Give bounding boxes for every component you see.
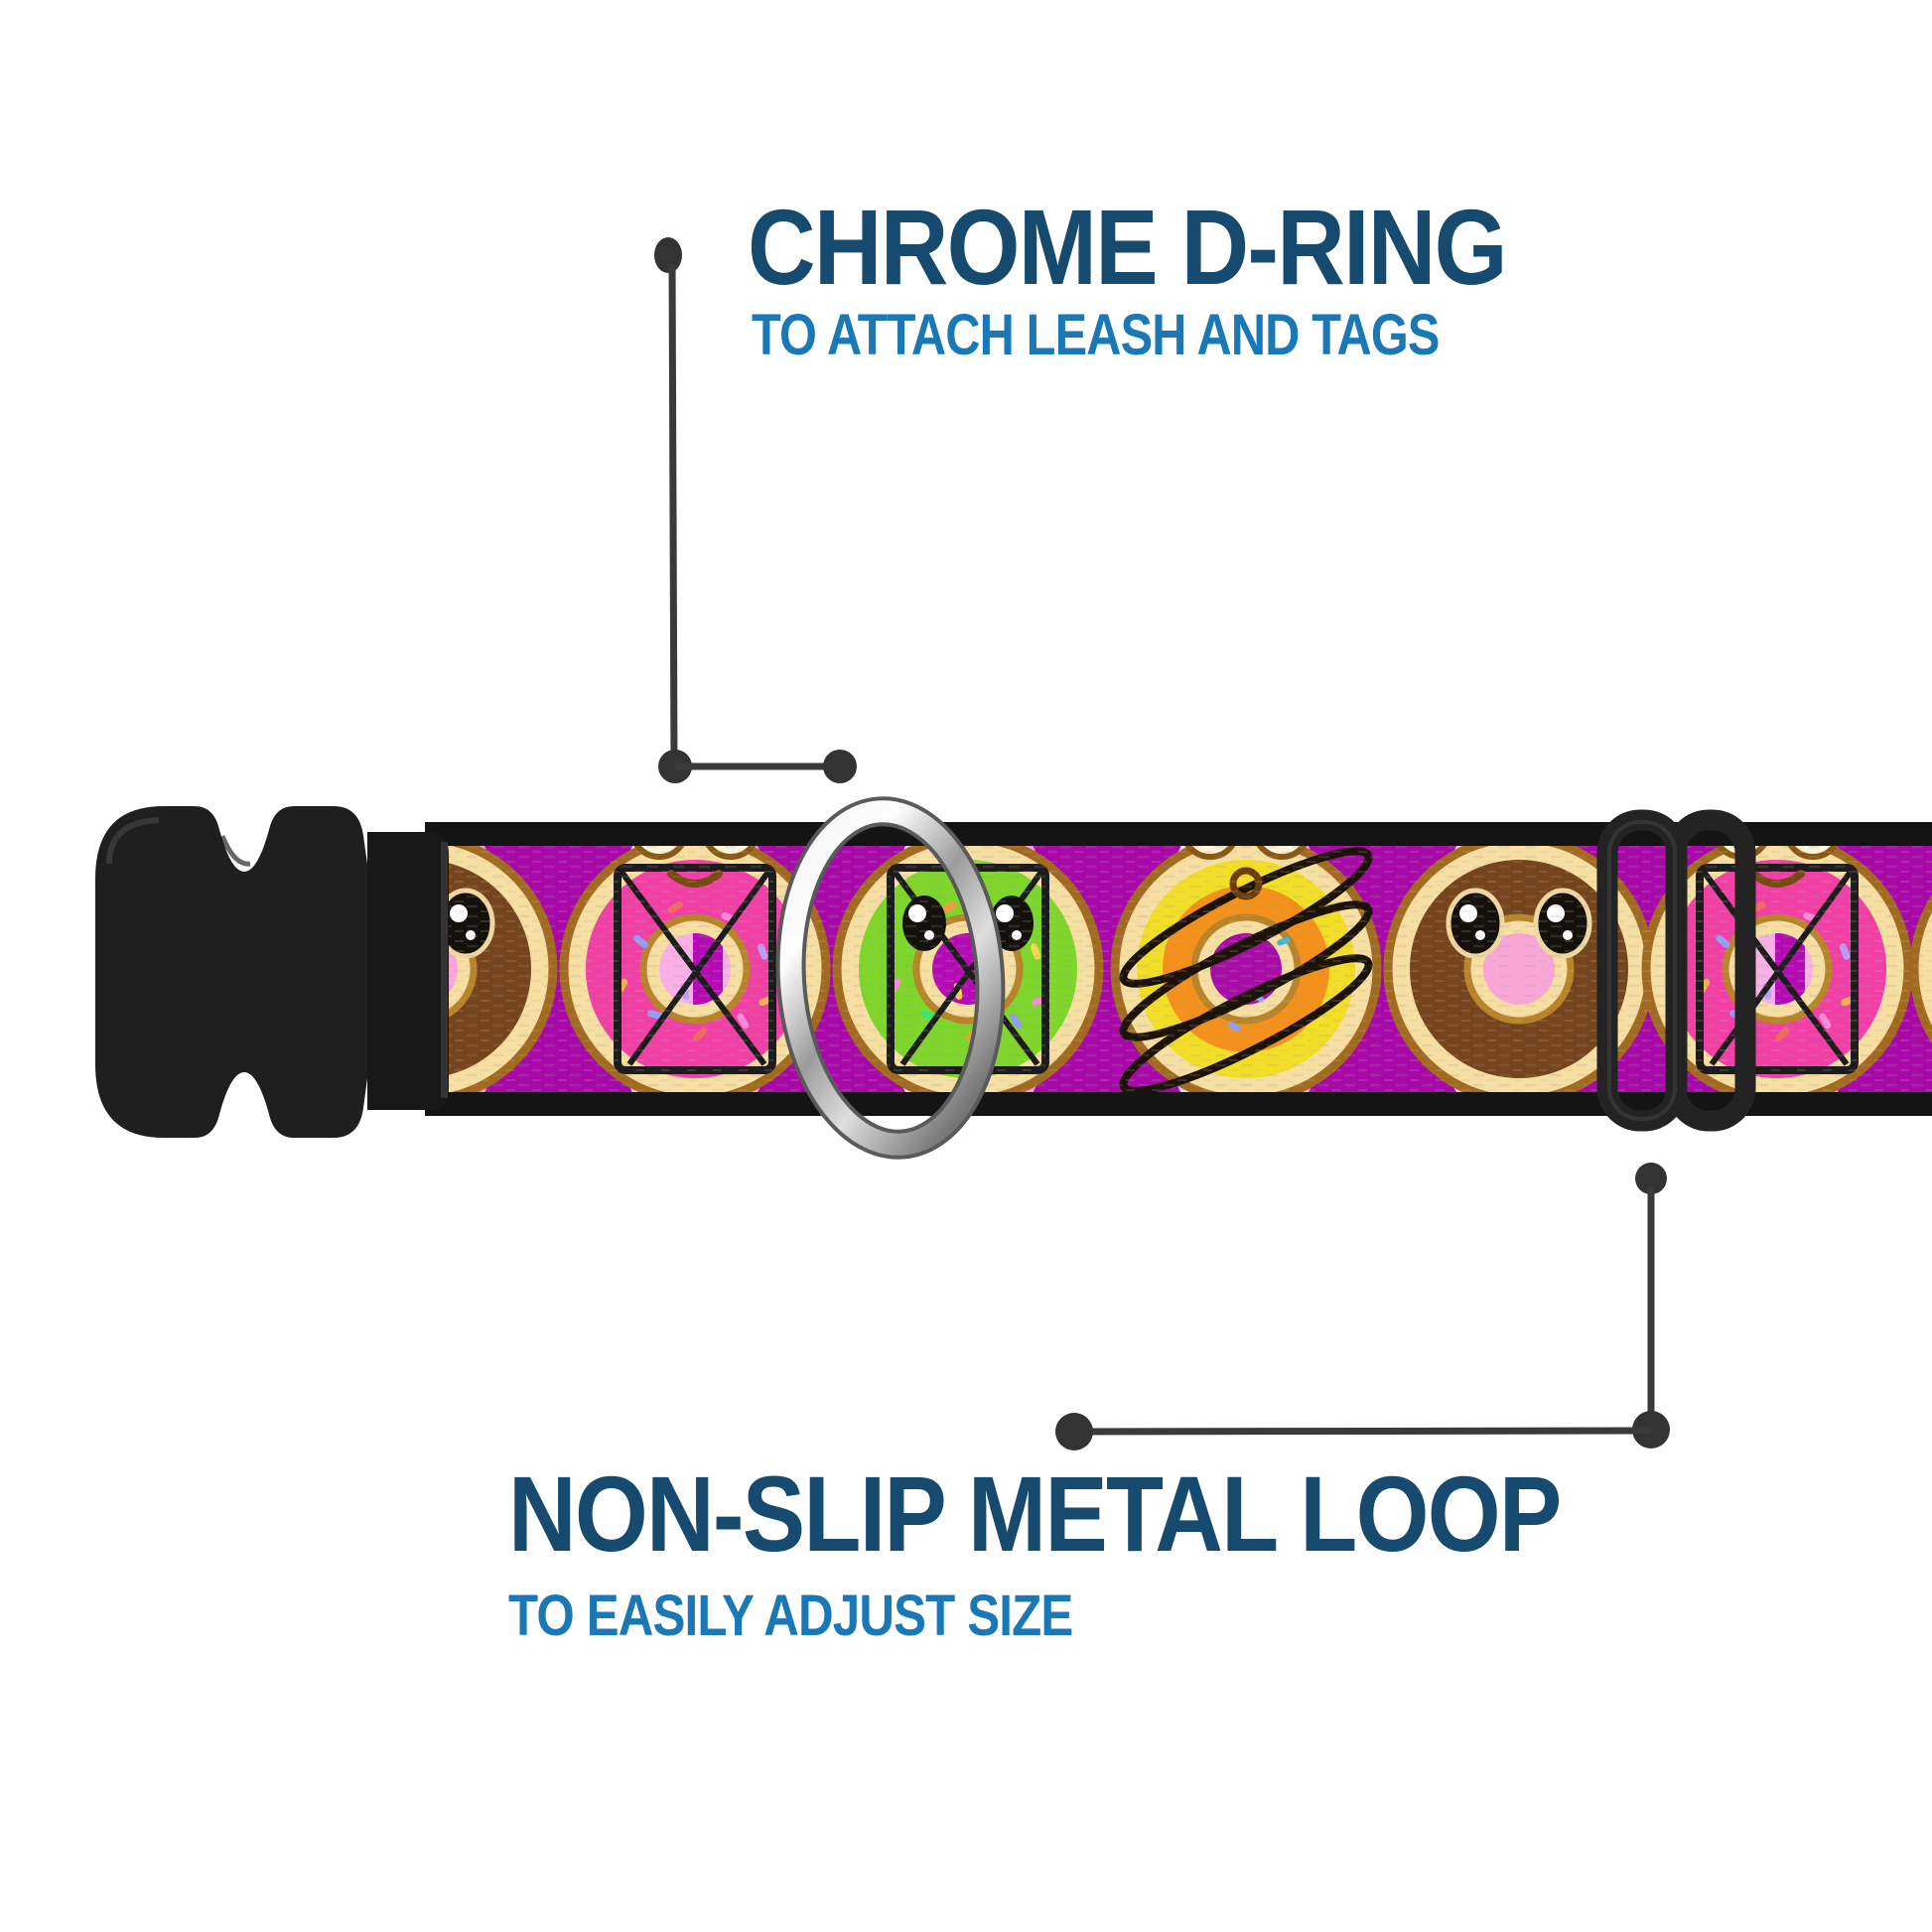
metal-loop-slider xyxy=(1596,809,1756,1132)
bottom-callout-title: NON-SLIP METAL LOOP xyxy=(508,1453,1562,1574)
callout-dot xyxy=(823,750,857,783)
callout-dot xyxy=(1635,1163,1667,1194)
callout-dot xyxy=(1632,1411,1670,1449)
top-callout-subtitle: TO ATTACH LEASH AND TAGS xyxy=(752,303,1440,367)
callout-dot xyxy=(654,237,682,273)
top-callout-title: CHROME D-RING xyxy=(748,187,1508,307)
callout-dot xyxy=(1055,1413,1093,1450)
leader-bottom xyxy=(1055,1163,1670,1450)
webbing-texture xyxy=(425,834,1932,1104)
bottom-callout-subtitle: TO EASILY ADJUST SIZE xyxy=(508,1584,1073,1648)
buckle xyxy=(95,806,449,1138)
d-ring xyxy=(775,796,1006,1160)
leader-top xyxy=(654,237,857,783)
